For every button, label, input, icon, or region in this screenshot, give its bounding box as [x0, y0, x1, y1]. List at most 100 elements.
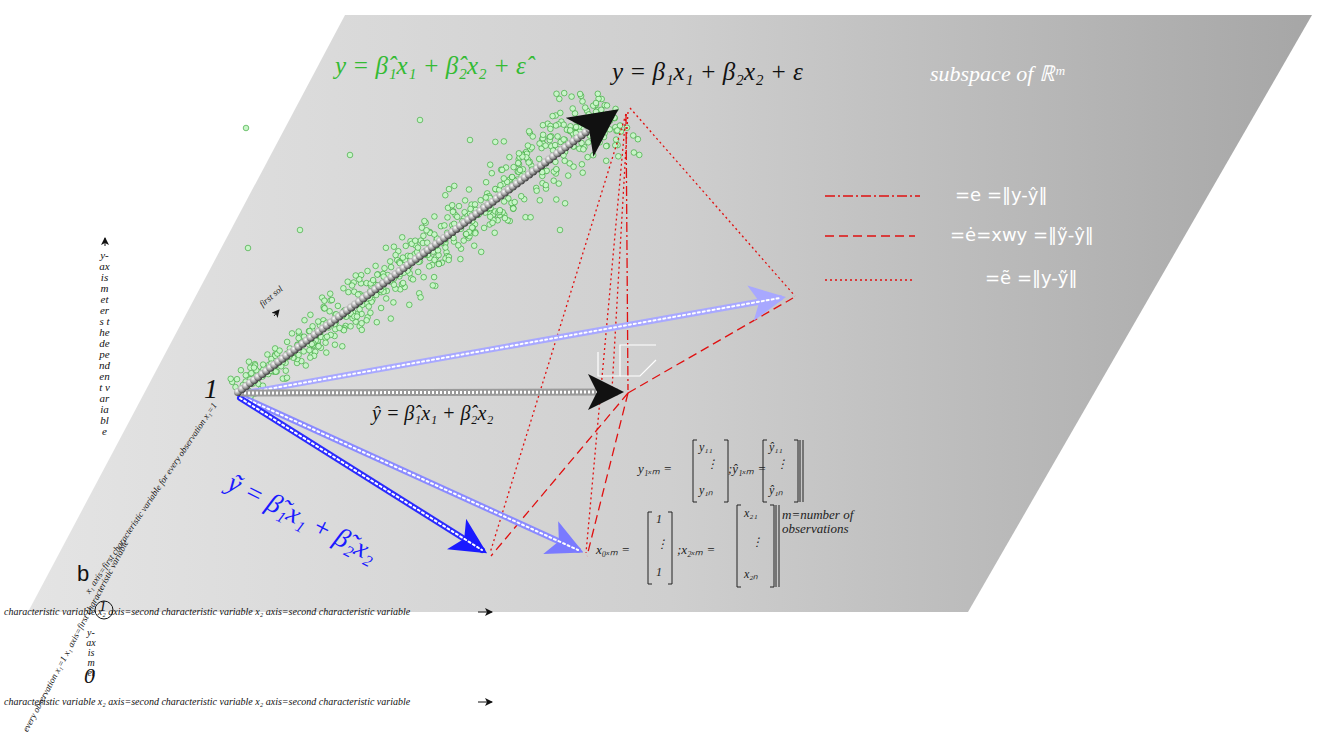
observation-dot — [616, 154, 622, 160]
observation-dot — [407, 302, 413, 308]
observation-dot — [463, 231, 469, 237]
observation-dot — [603, 158, 609, 164]
observation-dot — [246, 359, 252, 365]
observation-dot — [579, 162, 585, 168]
observation-dot — [512, 199, 518, 205]
observation-dot — [603, 143, 609, 149]
observation-dot — [565, 173, 571, 179]
observation-dot — [347, 152, 353, 158]
observation-dot — [537, 198, 543, 204]
observation-dot — [431, 274, 437, 280]
observation-dot — [580, 99, 586, 105]
observation-dot — [329, 297, 335, 303]
observation-dot — [561, 122, 567, 128]
observation-dot — [449, 202, 455, 208]
observation-dot — [547, 134, 553, 140]
observation-dot — [615, 128, 621, 134]
observation-dot — [490, 220, 496, 226]
observation-dot — [516, 161, 522, 167]
axis-label: y-axis met — [86, 628, 96, 678]
observation-dot — [630, 133, 636, 139]
observation-dot — [346, 289, 352, 295]
observation-dot — [507, 154, 513, 160]
observation-dot — [391, 300, 397, 306]
observation-dot — [359, 327, 365, 333]
observation-dot — [238, 367, 244, 373]
observation-dot — [467, 137, 473, 143]
observation-dot — [523, 214, 529, 220]
observation-dot — [415, 245, 421, 251]
observation-dot — [637, 152, 643, 158]
observation-dot — [613, 106, 619, 112]
observation-dot — [483, 195, 489, 201]
observation-dot — [321, 306, 327, 312]
observation-dot — [421, 274, 427, 280]
observation-dot — [551, 178, 557, 184]
observation-dot — [540, 132, 546, 138]
observation-dot — [348, 324, 354, 330]
observation-dot — [573, 118, 579, 124]
observation-dot — [354, 314, 360, 320]
observation-dot — [501, 139, 507, 145]
observation-dot — [243, 373, 249, 379]
observation-dot — [324, 334, 330, 340]
observation-dot — [456, 203, 462, 209]
observation-dot — [590, 152, 596, 158]
observation-dot — [373, 263, 379, 269]
observation-dot — [388, 316, 394, 322]
legend-text: =e =‖y-ŷ‖ — [955, 185, 1047, 205]
observation-dot — [450, 209, 456, 215]
observation-dot — [289, 331, 295, 337]
observation-dot — [277, 348, 283, 354]
observation-dot — [561, 137, 567, 143]
observation-dot — [307, 355, 313, 361]
observation-dot — [493, 139, 499, 145]
observation-dot — [466, 187, 472, 193]
observation-dot — [530, 134, 536, 140]
observation-dot — [540, 122, 546, 128]
observation-dot — [509, 174, 515, 180]
observation-dot — [366, 304, 372, 310]
matrix-label: x₀ₓₘ = — [596, 543, 630, 557]
observation-dot — [501, 199, 507, 205]
observation-dot — [296, 329, 302, 335]
observation-dot — [461, 238, 467, 244]
observation-dot — [607, 127, 613, 133]
observation-dot — [296, 335, 302, 341]
observation-dot — [383, 296, 389, 302]
matrix-entry: x₂ₙ — [744, 568, 759, 581]
observation-dot — [228, 376, 234, 382]
observation-dot — [284, 339, 290, 345]
equation: ŷ = β̂₁x₁ + β̂₂x₂ — [372, 402, 493, 424]
observation-dot — [327, 309, 333, 315]
observation-dot — [382, 265, 388, 271]
observation-dot — [511, 164, 517, 170]
observation-dot — [388, 264, 394, 270]
observation-dot — [555, 134, 561, 140]
observation-dot — [458, 256, 464, 262]
observation-dot — [443, 192, 449, 198]
observation-dot — [375, 272, 381, 278]
observation-dot — [393, 252, 399, 258]
matrix-entry: ⋮ — [706, 458, 718, 471]
observation-dot — [537, 141, 543, 147]
observation-dot — [548, 134, 554, 140]
observation-dot — [478, 249, 484, 255]
observation-dot — [534, 188, 540, 194]
observation-dot — [322, 298, 328, 304]
observation-dot — [243, 125, 249, 131]
observation-dot — [421, 233, 427, 239]
observation-dot — [283, 368, 289, 374]
observation-dot — [365, 268, 371, 274]
axis-label: y-axis meters the dependent variable — [99, 250, 110, 437]
observation-dot — [415, 269, 421, 275]
observation-dot — [518, 193, 524, 199]
observation-dot — [322, 306, 328, 312]
observation-dot — [593, 109, 599, 115]
observation-dot — [375, 272, 381, 278]
observation-dot — [374, 319, 380, 325]
observation-dot — [345, 279, 351, 285]
observation-dot — [306, 328, 312, 334]
observation-dot — [489, 170, 495, 176]
observation-dot — [577, 91, 583, 97]
